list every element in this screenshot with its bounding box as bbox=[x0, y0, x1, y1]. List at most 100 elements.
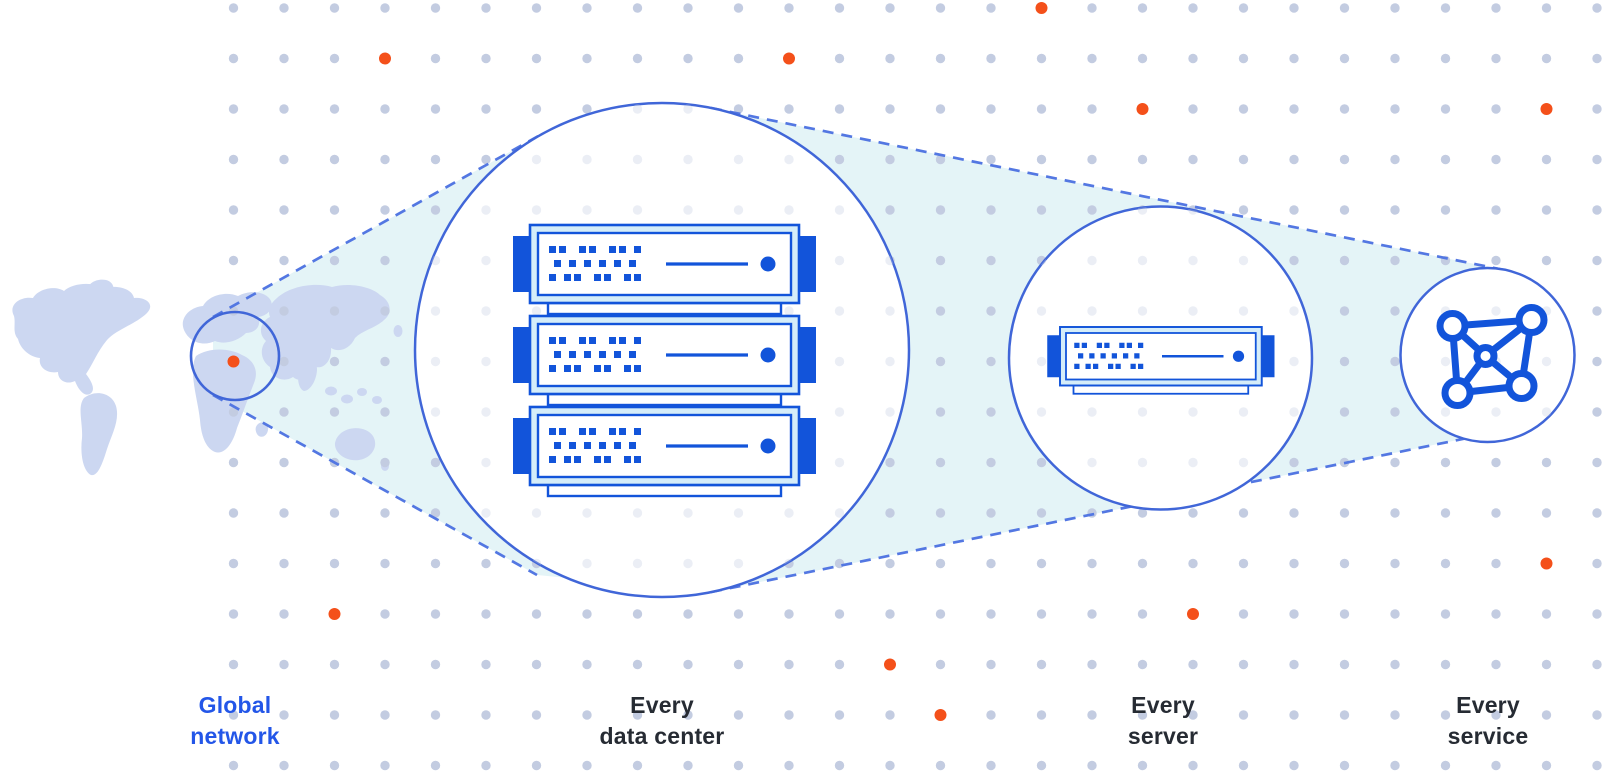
grid-dot bbox=[1087, 558, 1097, 569]
grid-dot bbox=[1238, 659, 1249, 670]
grid-dot bbox=[380, 3, 390, 13]
grid-dot bbox=[531, 710, 542, 720]
grid-dot bbox=[885, 558, 895, 569]
grid-dot bbox=[1390, 508, 1400, 518]
grid-dot bbox=[1592, 558, 1602, 569]
caption-every-server: Every server bbox=[1033, 690, 1293, 752]
grid-dot bbox=[1137, 760, 1148, 771]
grid-dot bbox=[885, 760, 895, 771]
grid-dot bbox=[683, 760, 693, 771]
grid-dot bbox=[380, 255, 390, 266]
grid-dot bbox=[1238, 53, 1249, 64]
grid-dot bbox=[228, 558, 239, 569]
orange-dot bbox=[934, 709, 947, 721]
grid-dot bbox=[834, 609, 845, 619]
grid-dot bbox=[1238, 205, 1249, 215]
caption-line1: Every bbox=[1131, 692, 1195, 718]
grid-dot bbox=[1390, 407, 1400, 417]
grid-dot bbox=[1339, 53, 1350, 64]
grid-dot bbox=[1188, 104, 1198, 114]
grid-dot bbox=[834, 104, 845, 114]
grid-dot bbox=[784, 3, 794, 13]
grid-dot bbox=[1541, 760, 1552, 771]
grid-dot bbox=[1289, 255, 1299, 266]
grid-dot bbox=[1339, 3, 1350, 13]
grid-dot bbox=[1289, 205, 1299, 215]
grid-dot bbox=[733, 53, 744, 64]
grid-dot bbox=[1137, 609, 1148, 619]
grid-dot bbox=[1188, 154, 1198, 165]
grid-dot bbox=[1087, 659, 1097, 670]
grid-dot bbox=[935, 3, 946, 13]
server-rack-unit-1 bbox=[511, 223, 818, 316]
grid-dot bbox=[228, 609, 239, 619]
grid-dot bbox=[1592, 205, 1602, 215]
grid-dot bbox=[986, 710, 996, 720]
grid-dot bbox=[1137, 710, 1148, 720]
grid-dot bbox=[1289, 53, 1299, 64]
grid-dot bbox=[1137, 3, 1148, 13]
grid-dot bbox=[986, 104, 996, 114]
caption-every-data-center: Every data center bbox=[532, 690, 792, 752]
grid-dot bbox=[986, 306, 996, 316]
grid-dot bbox=[935, 154, 946, 165]
grid-dot bbox=[986, 255, 996, 266]
grid-dot bbox=[834, 760, 845, 771]
grid-dot bbox=[1541, 205, 1552, 215]
grid-dot bbox=[1440, 205, 1451, 215]
grid-dot bbox=[1339, 760, 1350, 771]
grid-dot bbox=[1238, 154, 1249, 165]
grid-dot bbox=[1188, 3, 1198, 13]
grid-dot bbox=[1390, 53, 1400, 64]
grid-dot bbox=[1390, 659, 1400, 670]
caption-line2: server bbox=[1127, 723, 1199, 749]
grid-dot bbox=[733, 710, 744, 720]
grid-dot bbox=[1592, 659, 1602, 670]
grid-dot bbox=[279, 760, 289, 771]
grid-dot bbox=[1592, 609, 1602, 619]
grid-dot bbox=[1289, 3, 1299, 13]
caption-line2: service bbox=[1447, 723, 1529, 749]
grid-dot bbox=[986, 3, 996, 13]
grid-dot bbox=[228, 508, 239, 518]
grid-dot bbox=[1339, 356, 1350, 367]
grid-dot bbox=[986, 407, 996, 417]
grid-dot bbox=[228, 104, 239, 114]
grid-dot bbox=[1541, 659, 1552, 670]
grid-dot bbox=[582, 659, 592, 670]
grid-dot bbox=[380, 407, 390, 417]
grid-dot bbox=[1390, 457, 1400, 468]
grid-dot bbox=[1390, 306, 1400, 316]
grid-dot bbox=[632, 53, 643, 64]
grid-dot bbox=[885, 457, 895, 468]
grid-dot bbox=[430, 508, 441, 518]
grid-dot bbox=[1541, 710, 1552, 720]
grid-dot bbox=[885, 3, 895, 13]
server-rack-unit-3 bbox=[511, 405, 818, 498]
world-map-icon bbox=[12, 279, 390, 476]
caption-line2: data center bbox=[599, 723, 725, 749]
grid-dot bbox=[784, 104, 794, 114]
grid-dot bbox=[1390, 255, 1400, 266]
grid-dot bbox=[1592, 457, 1602, 468]
grid-dot bbox=[1036, 609, 1047, 619]
grid-dot bbox=[1087, 760, 1097, 771]
grid-dot bbox=[531, 53, 542, 64]
grid-dot bbox=[784, 760, 794, 771]
grid-dot bbox=[1339, 659, 1350, 670]
grid-dot bbox=[1440, 457, 1451, 468]
grid-dot bbox=[1137, 154, 1148, 165]
grid-dot bbox=[1188, 659, 1198, 670]
grid-dot bbox=[380, 659, 390, 670]
grid-dot bbox=[430, 154, 441, 165]
grid-dot bbox=[380, 609, 390, 619]
grid-dot bbox=[228, 710, 239, 720]
tangent-line-upper-left bbox=[212, 132, 543, 319]
grid-dot bbox=[632, 760, 643, 771]
grid-dot bbox=[1238, 760, 1249, 771]
grid-dot bbox=[329, 659, 340, 670]
grid-dot bbox=[380, 558, 390, 569]
grid-dot bbox=[885, 508, 895, 518]
grid-dot bbox=[1339, 205, 1350, 215]
grid-dot bbox=[481, 3, 491, 13]
